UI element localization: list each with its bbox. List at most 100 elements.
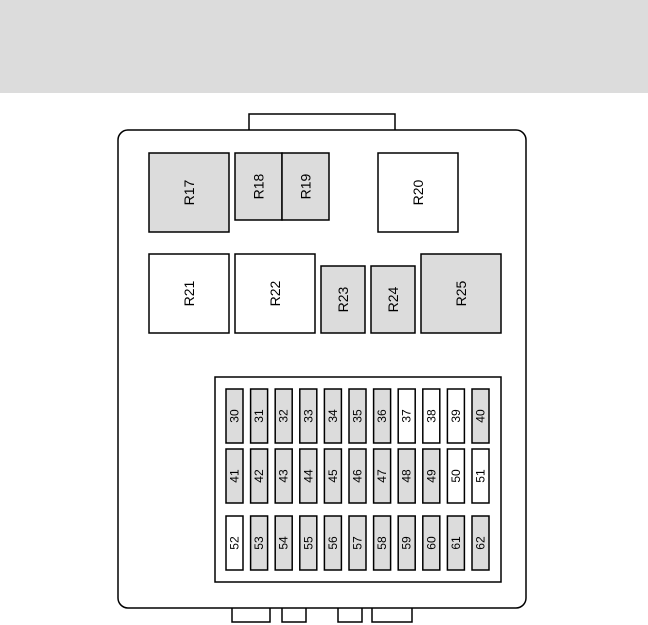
fuse-35: 35	[348, 388, 367, 444]
relay-r23-label: R23	[335, 286, 351, 312]
relay-r17-label: R17	[181, 179, 197, 205]
fuse-44-label: 44	[301, 469, 315, 483]
fuse-48-label: 48	[400, 469, 414, 483]
fuse-57-body	[348, 515, 367, 571]
fuse-43: 43	[274, 448, 293, 504]
fuse-59-label: 59	[400, 536, 414, 550]
fuse-54: 54	[274, 515, 293, 571]
fuse-49: 49	[422, 448, 441, 504]
fuse-52-label: 52	[228, 536, 242, 550]
fuse-38: 38	[422, 388, 441, 444]
header-bar	[0, 0, 648, 93]
fuse-59: 59	[397, 515, 416, 571]
fuse-47: 47	[372, 448, 392, 504]
fuse-56: 56	[323, 515, 343, 571]
fuse-41: 41	[225, 448, 244, 504]
relay-r21: R21	[148, 253, 230, 334]
relay-r22-label: R22	[267, 280, 283, 306]
fuse-40-body	[471, 388, 490, 444]
fuse-61-body	[446, 515, 466, 571]
fuse-56-label: 56	[326, 536, 340, 550]
fuse-30: 30	[225, 388, 244, 444]
fuse-37-label: 37	[400, 409, 414, 423]
fuse-47-label: 47	[375, 469, 389, 483]
fuse-53-body	[249, 515, 269, 571]
fuse-58-label: 58	[375, 536, 389, 550]
fuse-54-label: 54	[277, 536, 291, 550]
fuse-42-label: 42	[252, 469, 266, 483]
fuse-38-label: 38	[424, 409, 438, 423]
fuse-43-label: 43	[277, 469, 291, 483]
fuse-57: 57	[348, 515, 367, 571]
fuse-36: 36	[372, 388, 392, 444]
fuse-41-label: 41	[228, 469, 242, 483]
fuse-54-body	[274, 515, 293, 571]
fuse-50: 50	[446, 448, 466, 504]
relay-r18-label: R18	[251, 173, 267, 199]
fuse-46-body	[348, 448, 367, 504]
fuse-44-body	[299, 448, 318, 504]
fuse-33-body	[299, 388, 318, 444]
fuse-49-body	[422, 448, 441, 504]
fuse-60: 60	[422, 515, 441, 571]
fuse-52: 52	[225, 515, 244, 571]
relay-r19-label: R19	[298, 173, 314, 199]
fuse-45: 45	[323, 448, 343, 504]
fuse-33-label: 33	[301, 409, 315, 423]
relay-r18-body	[234, 152, 283, 221]
fuse-51-body	[471, 448, 490, 504]
fuse-47-body	[372, 448, 392, 504]
fuse-38-body	[422, 388, 441, 444]
relay-r22-body	[234, 253, 316, 334]
fuse-45-body	[323, 448, 343, 504]
fuse-56-body	[323, 515, 343, 571]
relay-r22: R22	[234, 253, 316, 334]
fuse-51: 51	[471, 448, 490, 504]
relay-r25: R25	[420, 253, 502, 334]
relay-r25-label: R25	[453, 280, 469, 306]
fuse-61: 61	[446, 515, 466, 571]
relay-r20-body	[377, 152, 459, 233]
fuse-55-body	[299, 515, 318, 571]
fuse-37-body	[397, 388, 416, 444]
fuse-37: 37	[397, 388, 416, 444]
fuse-34-body	[323, 388, 343, 444]
relay-r24-label: R24	[385, 286, 401, 312]
fuse-41-body	[225, 448, 244, 504]
fuse-55-label: 55	[301, 536, 315, 550]
fuse-62-label: 62	[474, 536, 488, 550]
fuse-40: 40	[471, 388, 490, 444]
fuse-62-body	[471, 515, 490, 571]
relay-r19: R19	[281, 152, 330, 221]
fuse-33: 33	[299, 388, 318, 444]
fuse-53: 53	[249, 515, 269, 571]
fuse-60-label: 60	[424, 536, 438, 550]
relay-r23-body	[320, 265, 366, 334]
fuse-32-label: 32	[277, 409, 291, 423]
fuse-39-body	[446, 388, 466, 444]
fuse-32: 32	[274, 388, 293, 444]
relay-r24-body	[370, 265, 416, 334]
fuse-45-label: 45	[326, 469, 340, 483]
fuse-61-label: 61	[449, 536, 463, 550]
fuse-44: 44	[299, 448, 318, 504]
fuse-42-body	[249, 448, 269, 504]
fuse-58-body	[372, 515, 392, 571]
fuse-49-label: 49	[424, 469, 438, 483]
relay-r24: R24	[370, 265, 416, 334]
fuse-36-label: 36	[375, 409, 389, 423]
relay-r17-body	[148, 152, 230, 233]
relay-r20-label: R20	[410, 179, 426, 205]
fuse-39: 39	[446, 388, 466, 444]
fuse-42: 42	[249, 448, 269, 504]
fuse-34: 34	[323, 388, 343, 444]
relay-r23: R23	[320, 265, 366, 334]
fuse-53-label: 53	[252, 536, 266, 550]
relay-r21-label: R21	[181, 280, 197, 306]
fuse-31-label: 31	[252, 409, 266, 423]
fuse-51-label: 51	[474, 469, 488, 483]
relay-r21-body	[148, 253, 230, 334]
